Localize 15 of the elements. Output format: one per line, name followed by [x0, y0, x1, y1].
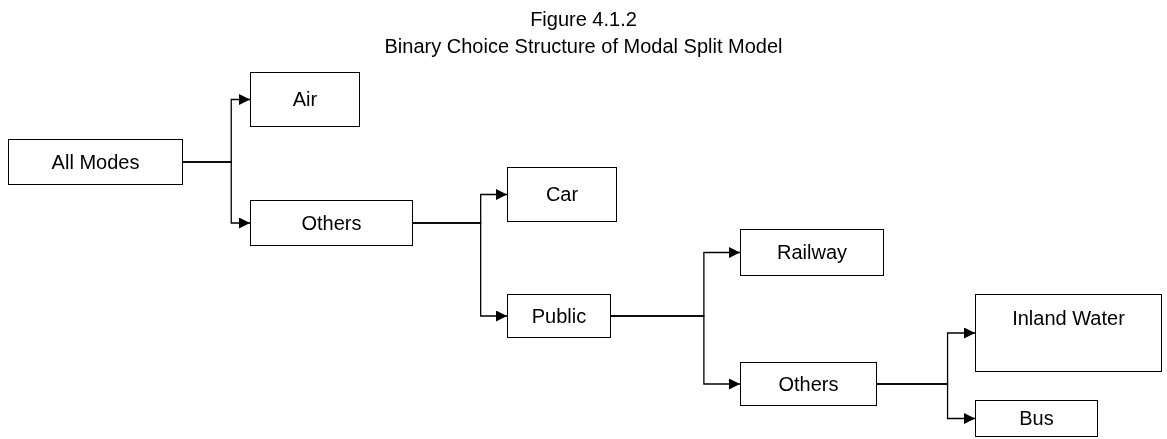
process-box: Railway	[740, 229, 884, 276]
process-box: Public	[507, 294, 611, 338]
process-box: Others	[250, 200, 413, 246]
process-box: Car	[507, 167, 617, 222]
figure-title: Figure 4.1.2	[529, 8, 638, 31]
process-box: All Modes	[8, 139, 183, 185]
figure-caption: Binary Choice Structure of Modal Split Model	[383, 35, 784, 58]
arrow	[876, 383, 976, 424]
arrow	[412, 222, 508, 322]
process-box: Inland Water	[975, 294, 1162, 372]
process-box: Others	[740, 362, 877, 406]
arrow	[182, 161, 251, 229]
arrow	[610, 315, 741, 390]
process-box: Bus	[975, 400, 1098, 437]
process-box: Air	[250, 72, 360, 127]
